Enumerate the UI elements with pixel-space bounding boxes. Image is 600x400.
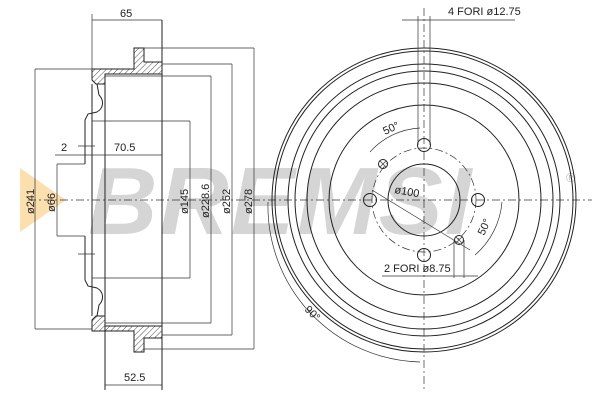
bolt-hole bbox=[363, 193, 377, 207]
small-hole bbox=[454, 235, 464, 245]
bolt-hole bbox=[471, 193, 485, 207]
angle-right: 50° bbox=[476, 217, 494, 237]
side-view: 65 2 70.5 52.5 ø241 ø66 ø145 ø228.6 ø252… bbox=[25, 8, 255, 390]
brand-triangle-icon bbox=[20, 168, 66, 232]
holes-small-label: 2 FORI ø8.75 bbox=[384, 263, 451, 275]
bolt-hole bbox=[417, 248, 431, 262]
dia-252: ø252 bbox=[221, 189, 233, 214]
front-view: 4 FORI ø12.75 2 FORI ø8.75 ø100 50° 50° … bbox=[267, 6, 577, 392]
dim-65: 65 bbox=[120, 8, 132, 20]
dia-241: ø241 bbox=[25, 189, 37, 214]
bolt-circle-dia: ø100 bbox=[393, 184, 420, 200]
dia-66: ø66 bbox=[46, 193, 58, 212]
dia-228-6: ø228.6 bbox=[200, 184, 212, 218]
dim-52-5: 52.5 bbox=[124, 372, 145, 384]
dia-278: ø278 bbox=[243, 189, 255, 214]
holes-large-label: 4 FORI ø12.75 bbox=[448, 6, 521, 18]
dim-70-5: 70.5 bbox=[114, 142, 135, 154]
dia-145: ø145 bbox=[179, 189, 191, 214]
angle-top: 50° bbox=[381, 120, 401, 138]
bolt-hole bbox=[417, 138, 431, 152]
dim-2: 2 bbox=[61, 142, 67, 154]
small-hole bbox=[378, 159, 388, 169]
watermark-logo: BREMSI bbox=[88, 148, 474, 255]
